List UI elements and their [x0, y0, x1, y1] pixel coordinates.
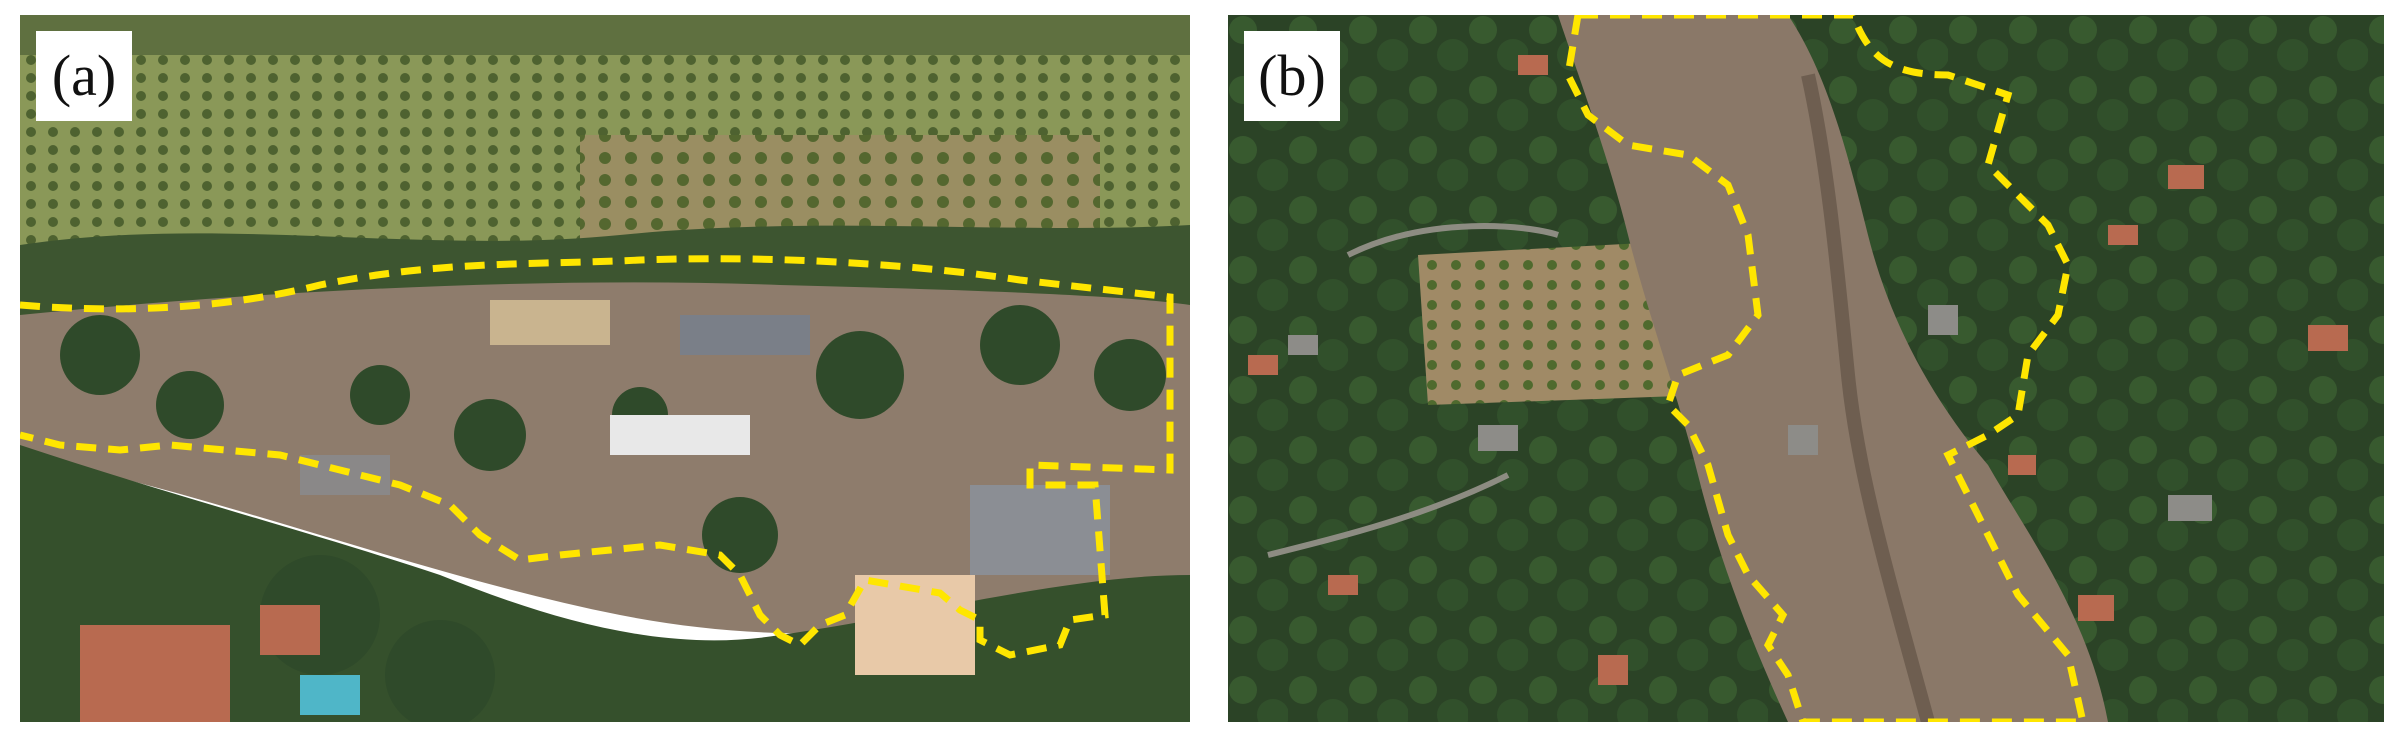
hazard-outline	[1564, 15, 2087, 722]
panel-label-a: (a)	[36, 31, 132, 121]
hazard-outline	[20, 255, 1174, 659]
photo-panel-b: (b)	[1228, 15, 2384, 722]
photo-panel-a: (a)	[20, 15, 1190, 722]
panel-label-b: (b)	[1244, 31, 1340, 121]
aerial-photo-b	[1228, 15, 2384, 722]
aerial-photo-a	[20, 15, 1190, 722]
